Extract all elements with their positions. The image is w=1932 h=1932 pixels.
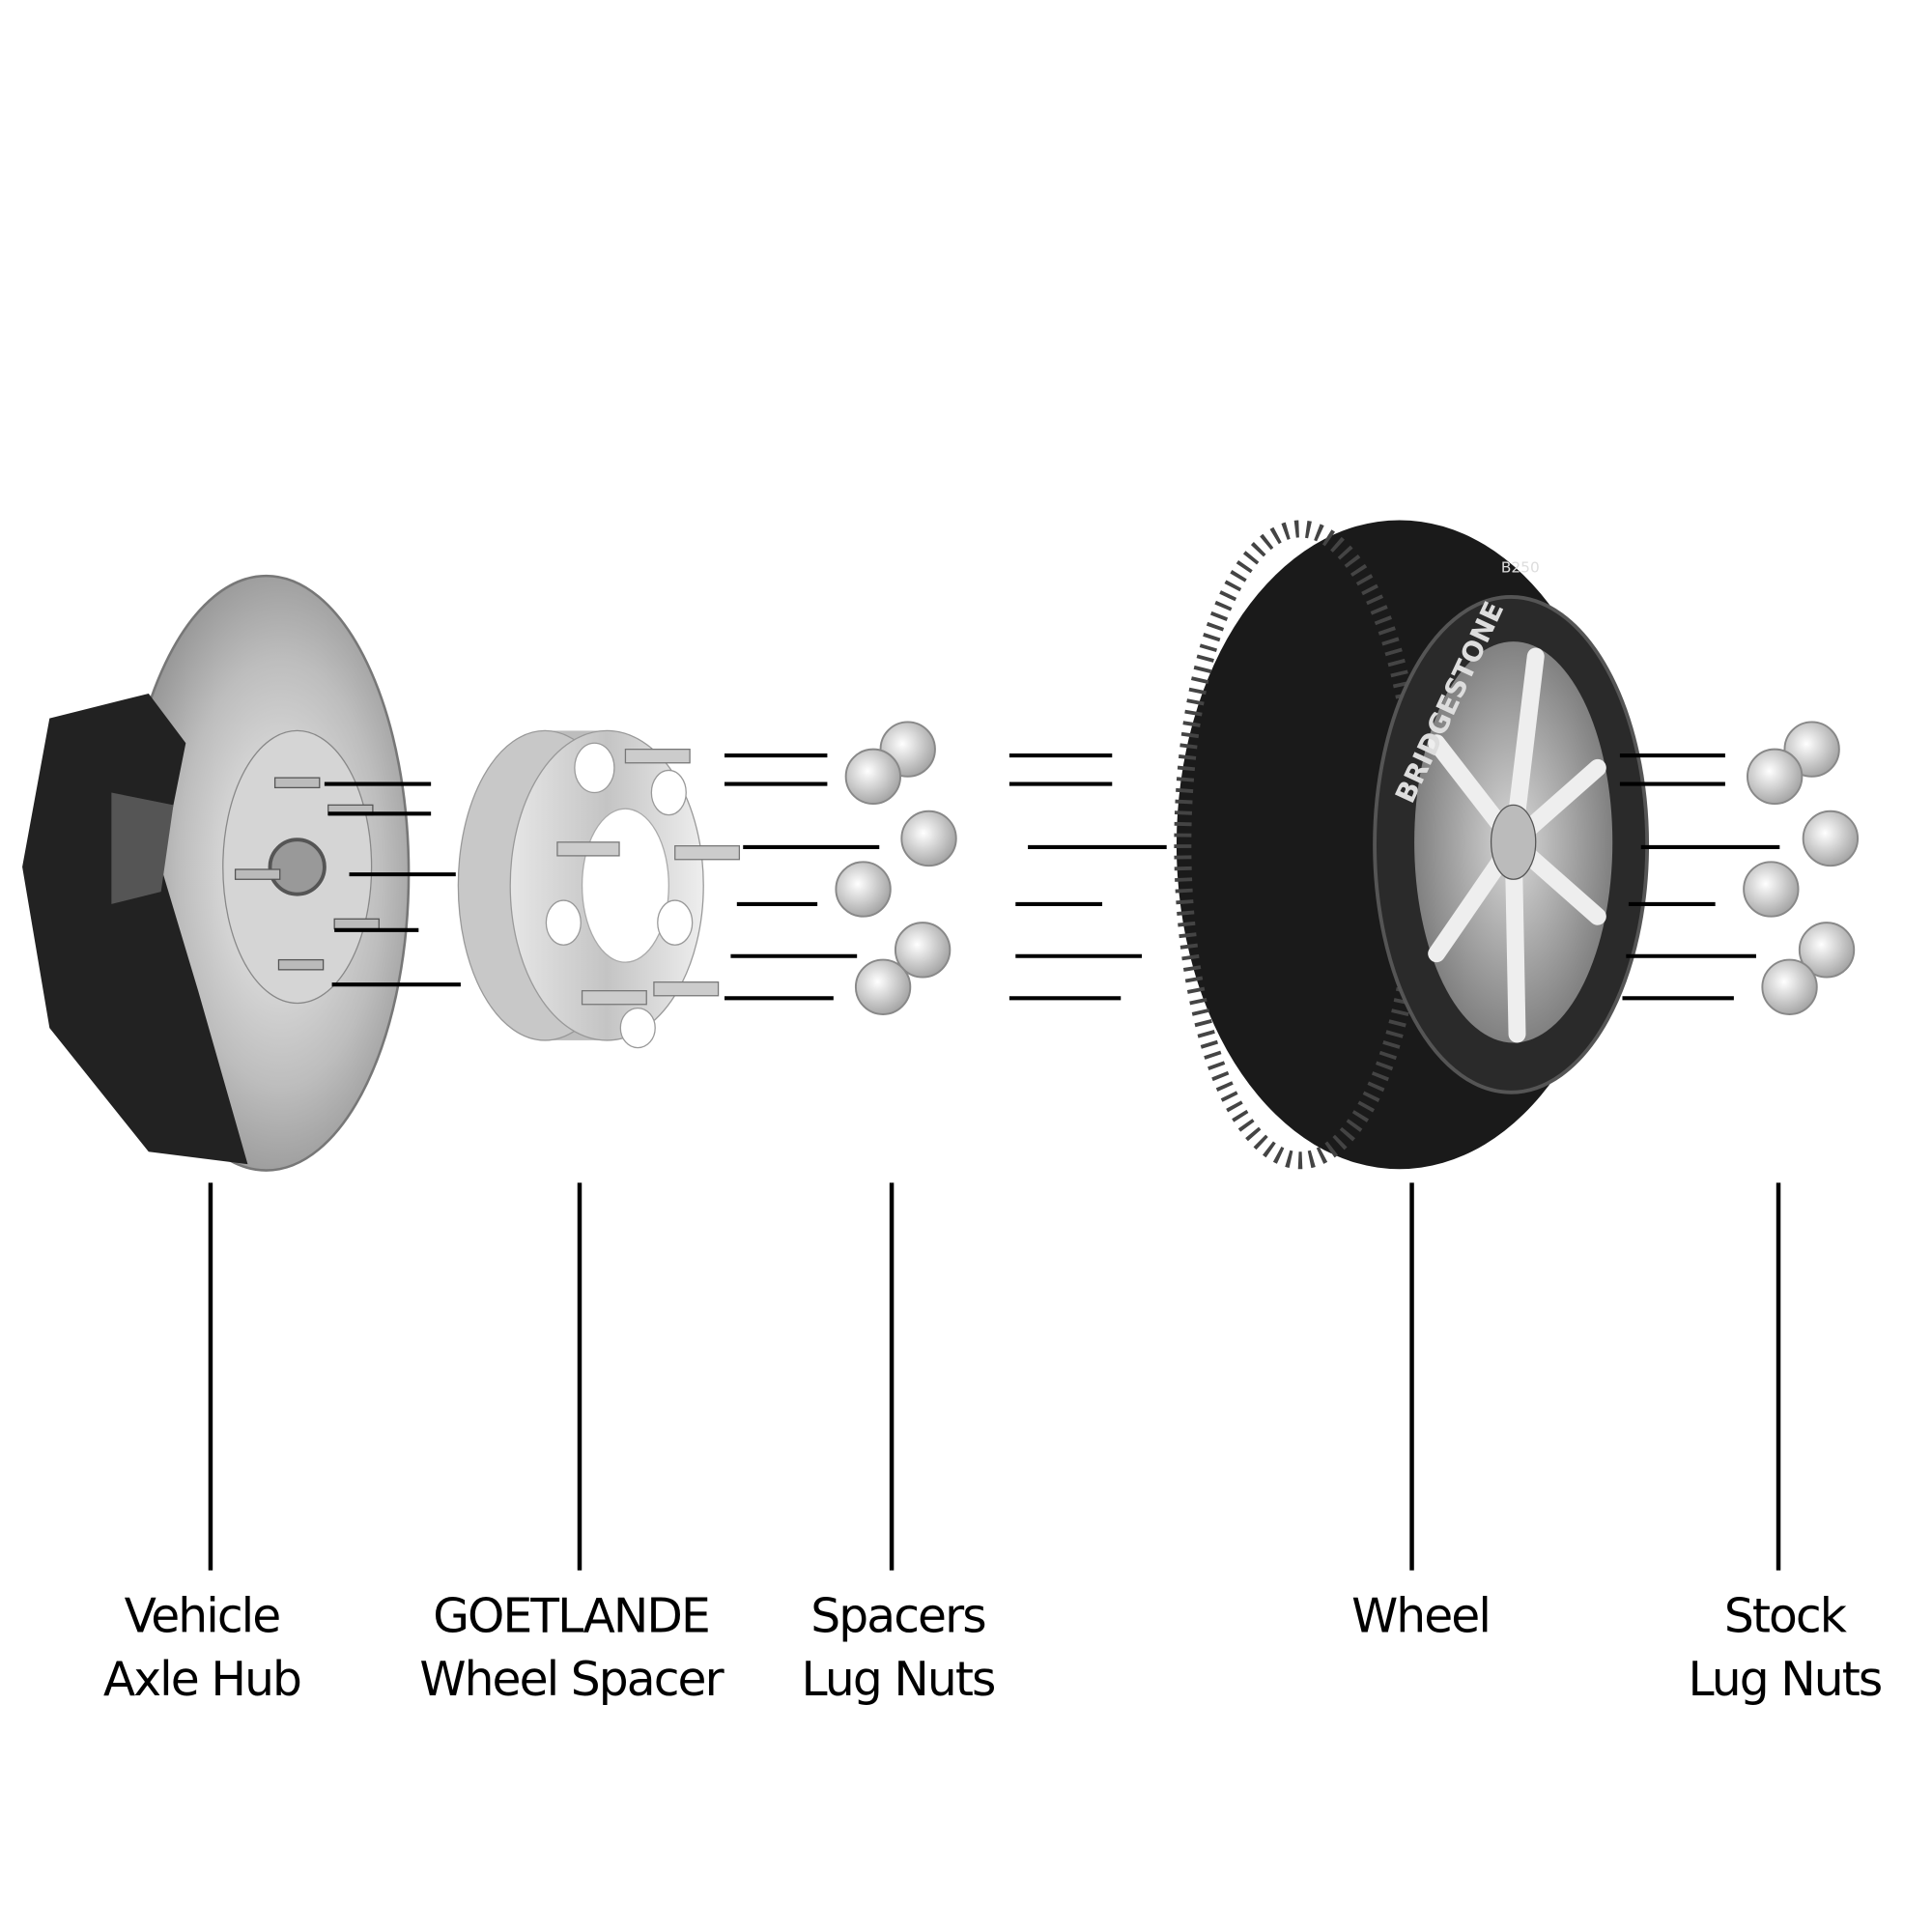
wheel-spacer-illustration: [457, 729, 741, 1049]
label-spacer-lug-nuts-line2: Lug Nuts: [802, 1653, 995, 1707]
spacer-lug-nuts-illustration: [724, 721, 1167, 1015]
label-wheel-spacer-line1: GOETLANDE: [433, 1590, 709, 1644]
label-vehicle-axle-hub-line2: Axle Hub: [103, 1653, 300, 1707]
stock-lug-nuts-illustration: [1619, 721, 1860, 1015]
label-wheel-spacer-line2: Wheel Spacer: [419, 1653, 724, 1707]
component-labels: Vehicle Axle Hub GOETLANDE Wheel Spacer …: [103, 1590, 1883, 1707]
label-stock-lug-nuts-line2: Lug Nuts: [1688, 1653, 1881, 1707]
label-vehicle-axle-hub-line1: Vehicle: [125, 1590, 280, 1644]
label-spacer-lug-nuts-line1: Spacers: [810, 1590, 984, 1644]
label-wheel: Wheel: [1351, 1590, 1490, 1644]
leader-lines: [208, 1182, 1781, 1571]
tire-model-text: B250: [1501, 558, 1540, 576]
label-stock-lug-nuts-line1: Stock: [1724, 1590, 1848, 1644]
wheel-illustration: BRIDGESTONE B250: [1174, 520, 1650, 1170]
vehicle-axle-hub-illustration: [22, 574, 461, 1172]
